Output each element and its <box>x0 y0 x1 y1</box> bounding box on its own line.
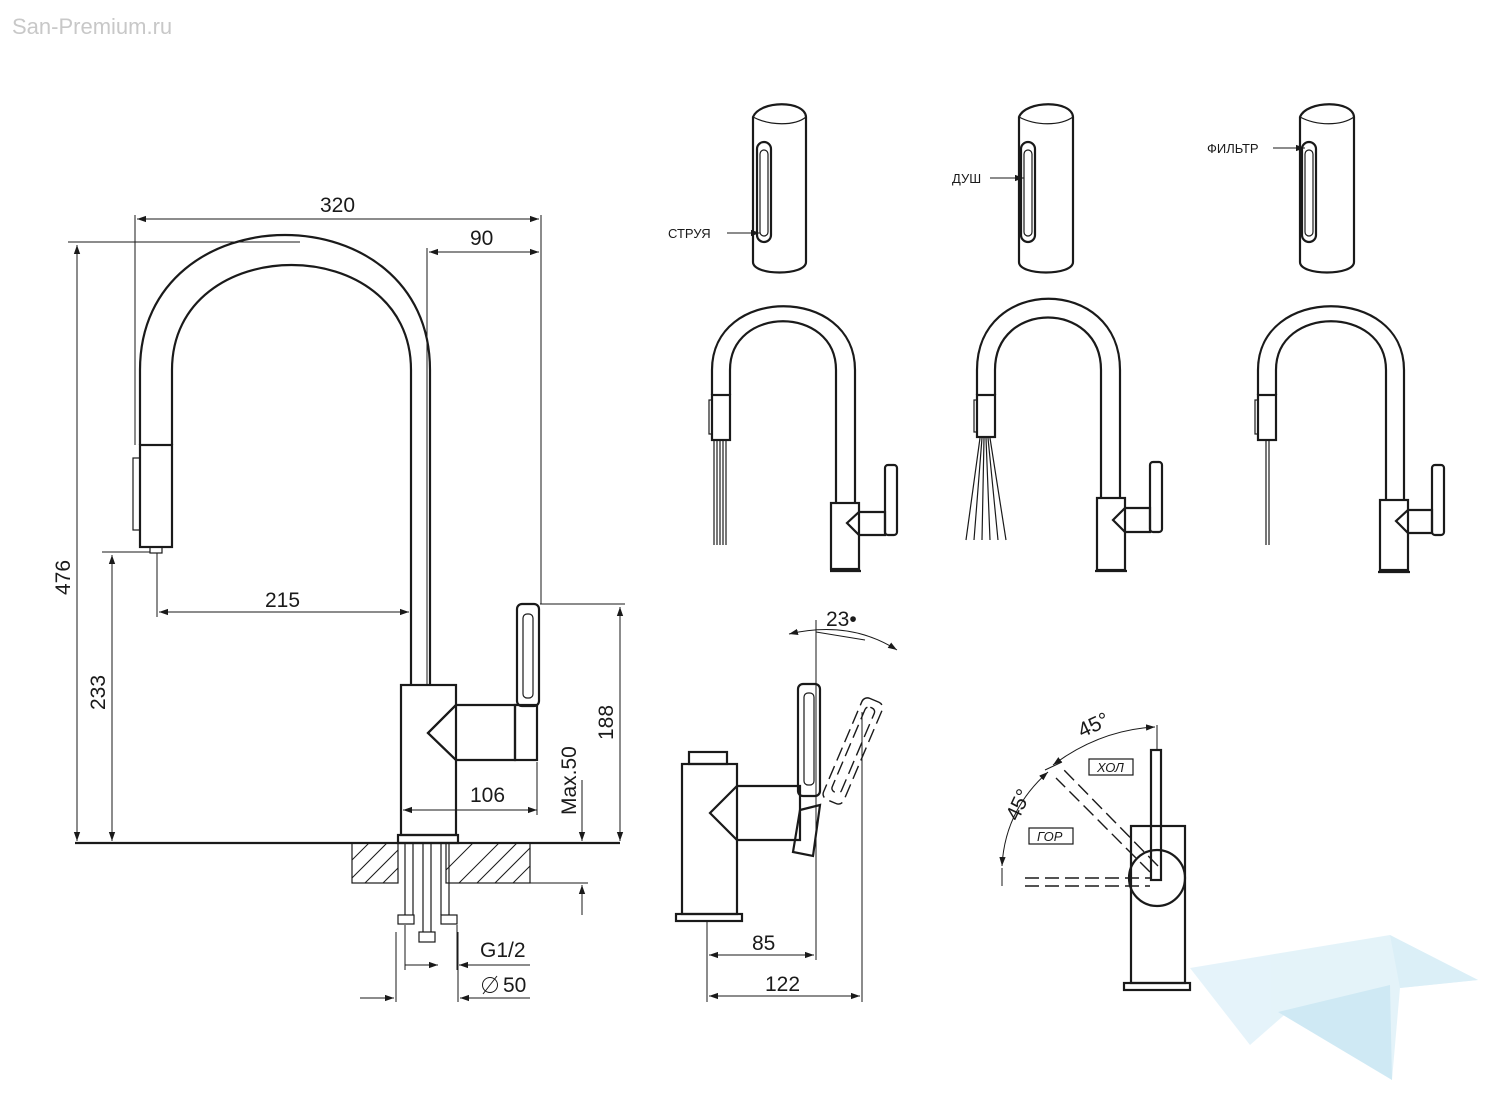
label-filter: ФИЛЬТР <box>1207 141 1259 156</box>
label-jet: СТРУЯ <box>668 226 711 241</box>
side-view <box>674 682 884 923</box>
dim-85: 85 <box>752 932 775 955</box>
dim-476: 476 <box>52 560 75 595</box>
dim-g12: G1/2 <box>480 939 526 962</box>
mini-faucet-filter <box>1254 305 1446 574</box>
dim-90: 90 <box>470 227 493 250</box>
dim-233: 233 <box>87 675 110 710</box>
dim-max50: Max.50 <box>558 746 581 815</box>
dim-23deg: 23• <box>826 608 857 631</box>
label-cold: ХОЛ <box>1096 760 1124 775</box>
front-view <box>75 233 620 943</box>
dim-106: 106 <box>470 784 505 807</box>
mode-filter-head: ФИЛЬТР <box>1207 103 1356 274</box>
watermark-logo <box>1190 935 1478 1080</box>
dim-320: 320 <box>320 194 355 217</box>
watermark-text: San-Premium.ru <box>12 14 172 39</box>
label-hot: ГОР <box>1037 829 1063 844</box>
dim-188: 188 <box>595 705 618 740</box>
dim-45-left: 45° <box>1002 786 1036 825</box>
countertop-hatch <box>351 842 531 884</box>
mode-jet-head: СТРУЯ <box>668 103 808 274</box>
dim-45-top: 45° <box>1074 708 1113 742</box>
mini-faucet-jet <box>708 305 899 573</box>
dim-50: 50 <box>503 974 526 997</box>
rotation-view: 45° 45° ХОЛ ГОР <box>999 708 1192 992</box>
label-shower: ДУШ <box>952 171 981 186</box>
dim-215: 215 <box>265 589 300 612</box>
mini-faucet-shower <box>965 297 1164 573</box>
side-view-dimensions: 85 122 23• <box>706 608 898 1002</box>
mode-shower-head: ДУШ <box>952 103 1075 274</box>
dim-122: 122 <box>765 973 800 996</box>
front-view-dimensions: 320 90 476 233 215 188 106 Max.50 G1/2 <box>52 194 625 1002</box>
